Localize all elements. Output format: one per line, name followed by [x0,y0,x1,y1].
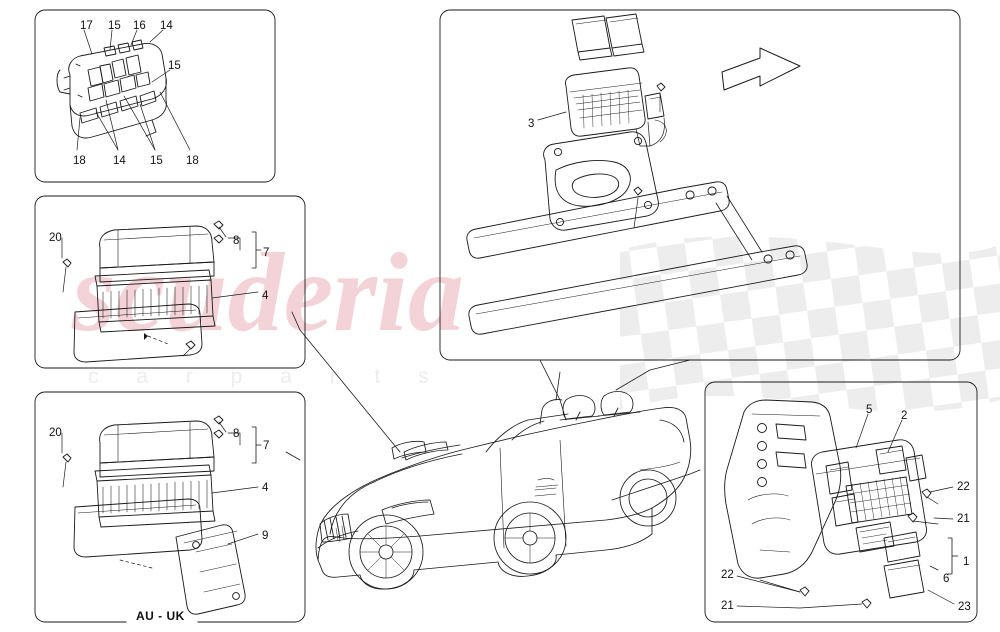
bracket-assembly-art [466,13,808,335]
callout-18-a: 18 [73,155,86,167]
callout-6: 6 [943,573,950,585]
callout-17: 17 [80,20,93,32]
panel-junction-box [704,381,978,623]
callout-2: 2 [901,410,908,422]
callout-15-a: 15 [108,20,121,32]
callout-20-b: 20 [49,427,62,439]
callout-21-b: 21 [721,600,734,612]
watermark-text: scuderia [71,231,464,355]
callout-15-b: 15 [168,60,181,72]
callout-16: 16 [133,20,146,32]
callout-3: 3 [528,118,535,130]
junction-box-art [724,399,959,609]
callout-23: 23 [958,601,971,613]
callout-1: 1 [963,556,970,568]
callout-15-c: 15 [150,155,163,167]
callout-14-b: 14 [113,155,126,167]
callout-5: 5 [866,404,873,416]
panel-bracket-assembly [439,9,961,361]
panel-ecu-upper [34,195,306,369]
ecu-lower-art [61,415,262,615]
callout-4-b: 4 [262,482,269,494]
callout-8-b: 8 [233,428,240,440]
callout-9: 9 [262,530,269,542]
callout-18-b: 18 [186,155,199,167]
ecu-upper-art [61,220,262,363]
callout-7-a: 7 [263,247,270,259]
callout-4-a: 4 [262,290,269,302]
car-art [315,391,692,590]
panel-fuse-box-detail [34,9,276,183]
fuse-box-detail-art [56,29,191,151]
callout-8-a: 8 [233,235,240,247]
callout-21-a: 21 [957,513,970,525]
connector-lines [285,311,701,501]
label-au-uk: AU - UK [136,609,185,623]
callout-22-b: 22 [721,569,734,581]
callout-20-a: 20 [49,232,62,244]
watermark-subtext: c a r p a r t s [88,365,445,388]
callout-7-b: 7 [263,440,270,452]
callout-14-a: 14 [160,20,173,32]
callout-22-a: 22 [957,481,970,493]
